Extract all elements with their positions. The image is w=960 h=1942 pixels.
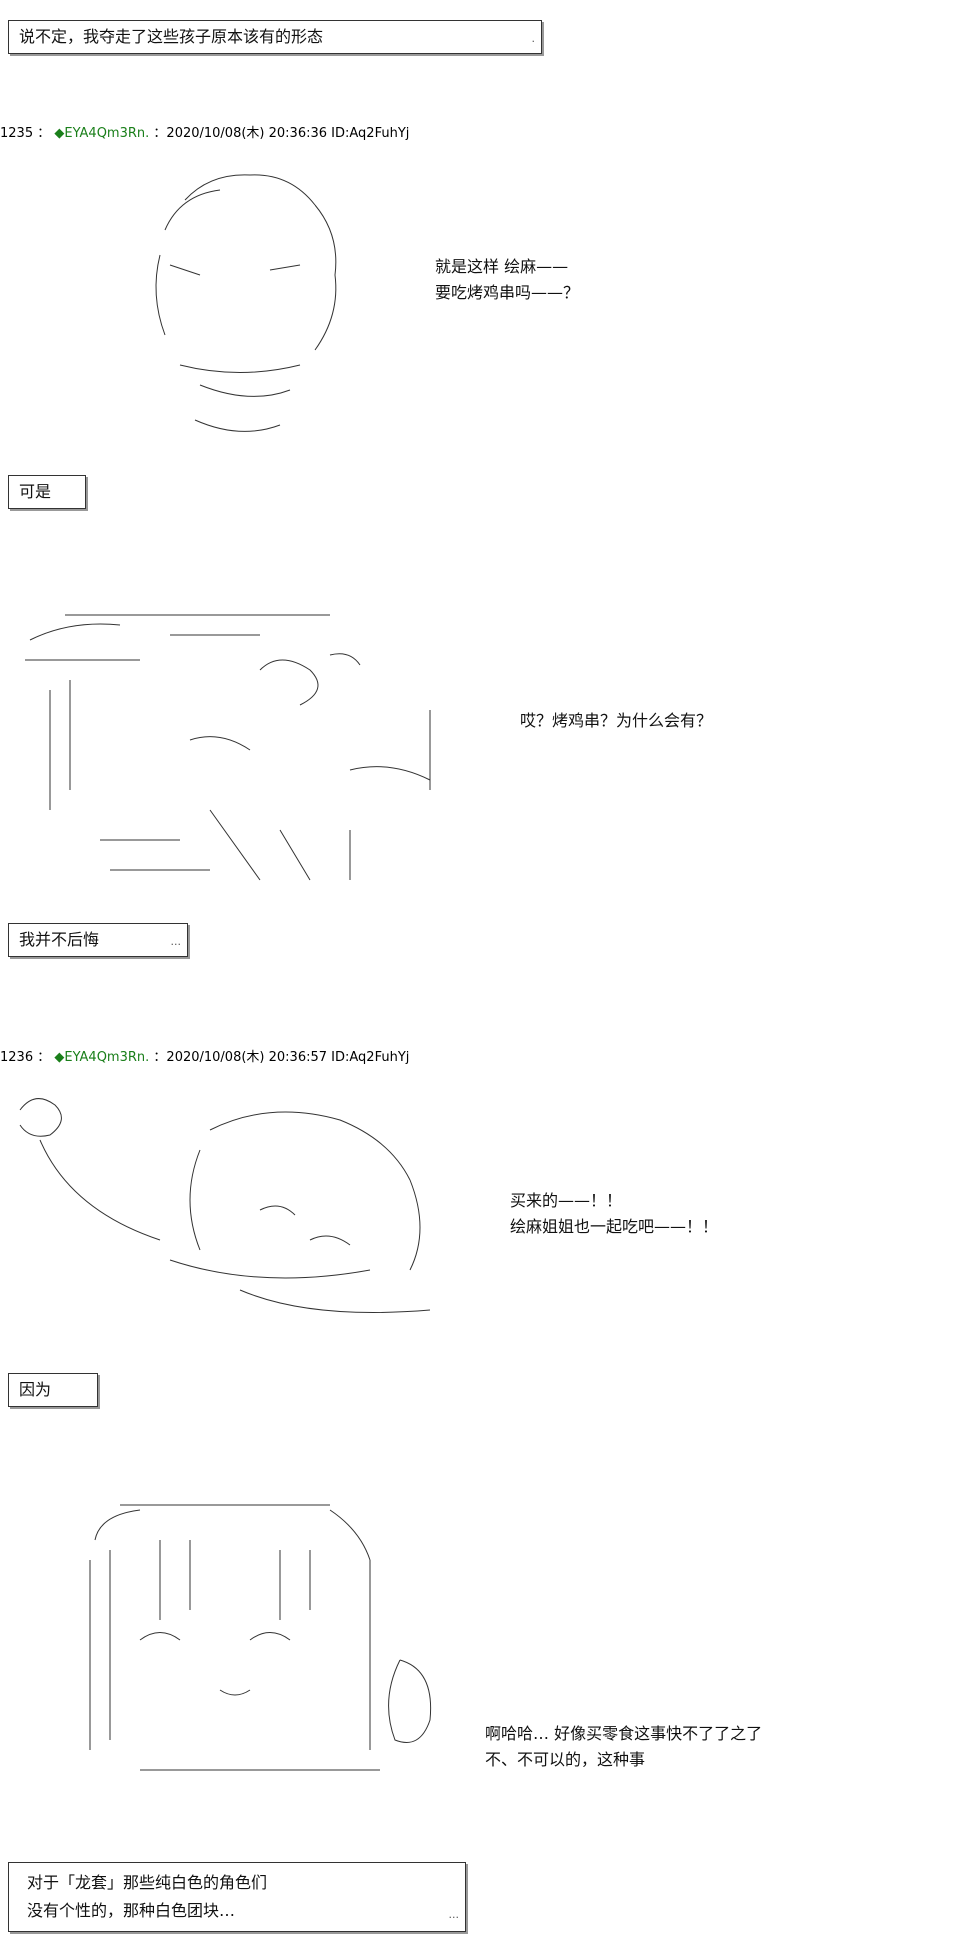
post-number: 1236 bbox=[0, 1050, 34, 1065]
dialogue-line: 绘麻姐姐也一起吃吧——！！ bbox=[510, 1217, 719, 1236]
surprised-girl-art bbox=[10, 610, 450, 900]
post-number: 1235 bbox=[0, 126, 34, 141]
dialogue-line: 哎？烤鸡串？为什么会有？ bbox=[520, 711, 713, 730]
narration-text: 说不定，我夺走了这些孩子原本该有的形态 bbox=[19, 27, 324, 46]
trip-diamond-icon: ◆ bbox=[54, 126, 65, 141]
post-trip[interactable]: EYA4Qm3Rn. bbox=[64, 126, 150, 141]
dialogue-4: 啊哈哈… 好像买零食这事快不了了之了 不、不可以的，这种事 bbox=[485, 1721, 762, 1773]
post-datetime: ：2020/10/08(木) 20:36:36 bbox=[153, 126, 328, 141]
cheering-girl-art bbox=[10, 1090, 470, 1360]
dialogue-line: 不、不可以的，这种事 bbox=[485, 1750, 646, 1769]
dialogue-1: 就是这样 绘麻—— 要吃烤鸡串吗——？ bbox=[435, 254, 579, 306]
narration-box-5: 对于「龙套」那些纯白色的角色们 没有个性的，那种白色团块… ... bbox=[8, 1862, 466, 1932]
narration-box-1: 说不定，我夺走了这些孩子原本该有的形态 . bbox=[8, 20, 542, 54]
post-datetime: ：2020/10/08(木) 20:36:57 bbox=[153, 1050, 328, 1065]
narration-dots: ... bbox=[448, 1908, 460, 1921]
post-separator: ： bbox=[37, 126, 51, 141]
post-header-1236: 1236 ： ◆EYA4Qm3Rn. ：2020/10/08(木) 20:36:… bbox=[0, 1046, 409, 1065]
narration-box-4: 因为 bbox=[8, 1373, 98, 1407]
dialogue-3: 买来的——！！ 绘麻姐姐也一起吃吧——！！ bbox=[510, 1188, 718, 1240]
post-separator: ： bbox=[37, 1050, 51, 1065]
girl-headshot-art bbox=[140, 165, 360, 450]
dialogue-2: 哎？烤鸡串？为什么会有？ bbox=[520, 708, 712, 734]
post-trip[interactable]: EYA4Qm3Rn. bbox=[64, 1050, 150, 1065]
narration-text: 我并不后悔 bbox=[19, 930, 100, 949]
narration-dots: ... bbox=[170, 935, 182, 948]
dialogue-line: 要吃烤鸡串吗——？ bbox=[435, 283, 580, 302]
post-header-1235: 1235 ： ◆EYA4Qm3Rn. ：2020/10/08(木) 20:36:… bbox=[0, 122, 409, 141]
post-id[interactable]: ID:Aq2FuhYj bbox=[331, 1050, 410, 1065]
dialogue-line: 买来的——！！ bbox=[510, 1191, 623, 1210]
dialogue-line: 啊哈哈… 好像买零食这事快不了了之了 bbox=[485, 1724, 763, 1743]
narration-text: 因为 bbox=[19, 1380, 52, 1399]
narration-line: 没有个性的，那种白色团块… bbox=[27, 1901, 236, 1920]
trip-diamond-icon: ◆ bbox=[54, 1050, 65, 1065]
post-id[interactable]: ID:Aq2FuhYj bbox=[331, 126, 410, 141]
narration-line: 对于「龙套」那些纯白色的角色们 bbox=[27, 1873, 268, 1892]
narration-text: 可是 bbox=[19, 482, 52, 501]
narration-dots: . bbox=[531, 32, 536, 45]
narration-box-3: 我并不后悔 ... bbox=[8, 923, 188, 957]
dialogue-line: 就是这样 绘麻—— bbox=[435, 257, 569, 276]
narration-box-2: 可是 bbox=[8, 475, 86, 509]
laughing-girl-art bbox=[80, 1500, 460, 1790]
